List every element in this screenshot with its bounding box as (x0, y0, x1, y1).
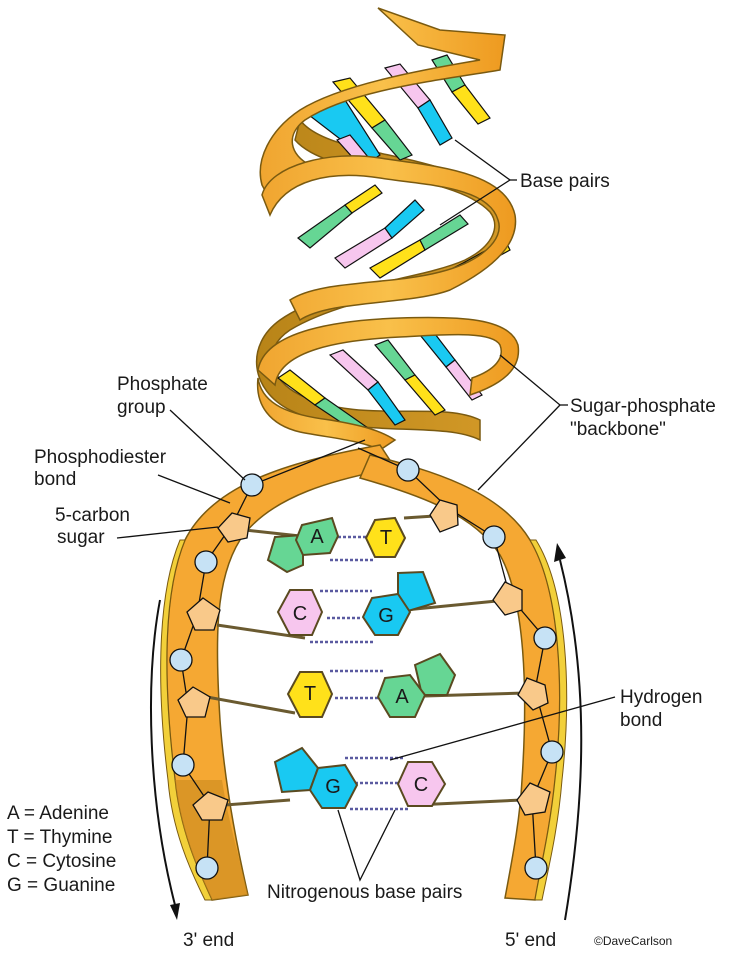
arrow-5-prime (559, 559, 583, 921)
arrow-up-icon (554, 543, 566, 562)
legend-item: T = Thymine (7, 827, 112, 848)
label-carbon-sugar-2: sugar (57, 527, 105, 548)
sugar-pentagon (186, 597, 221, 631)
sugar-pentagon (516, 782, 551, 816)
base-letter-right: T (380, 527, 392, 549)
cytosine-hexagon (276, 589, 324, 636)
labels: Base pairs Phosphate group Phosphodieste… (34, 171, 716, 951)
base-letter-right: G (378, 605, 394, 627)
base-letter-left: C (293, 603, 307, 625)
cytosine-hexagon (396, 761, 447, 807)
base-pair-3: T A (286, 652, 457, 718)
phosphate-circle (524, 856, 548, 880)
helix-rods-lower (276, 329, 483, 436)
label-backbone-1: Sugar-phosphate (570, 396, 716, 417)
label-phosphodiester-2: bond (34, 469, 76, 490)
phosphate-circle (396, 458, 420, 482)
label-phosphate-group-2: group (117, 397, 166, 418)
base-letter-left: A (310, 526, 324, 548)
helix-front-strand-middle (261, 155, 517, 322)
base-letter-left: G (325, 776, 341, 798)
label-phosphodiester-1: Phosphodiester (34, 447, 167, 468)
base-pair-1: A T (266, 516, 407, 574)
thymine-hexagon (286, 671, 334, 718)
label-base-pairs: Base pairs (520, 171, 610, 192)
sugar-pentagon (177, 686, 211, 718)
adenine-hexagon (376, 673, 427, 718)
base-letter-right: A (395, 686, 409, 708)
sugar-pentagon (517, 677, 549, 711)
glycosidic-bonds (206, 513, 526, 807)
label-carbon-sugar-1: 5-carbon (55, 505, 130, 526)
arrow-3-prime (150, 599, 176, 906)
right-backbone-strand (358, 454, 568, 901)
guanine-hexagon (308, 763, 359, 809)
direction-arrows (150, 543, 583, 921)
label-hydrogen-bond-2: bond (620, 710, 662, 731)
sugars (177, 499, 551, 821)
sugar-pentagon (492, 581, 523, 616)
left-backbone-strand (160, 444, 397, 901)
label-backbone-2: "backbone" (570, 419, 666, 440)
legend-item: A = Adenine (7, 803, 109, 824)
base-pair-4: G C (273, 746, 447, 809)
base-letter-right: C (414, 774, 428, 796)
phosphate-circle (194, 550, 218, 574)
double-helix (255, 7, 520, 451)
helix-front-strand-lower (257, 316, 520, 397)
label-nitrogenous-base-pairs: Nitrogenous base pairs (267, 882, 462, 903)
leader-lines (116, 139, 616, 882)
legend-item: C = Cytosine (7, 851, 116, 872)
phosphate-circle (169, 648, 193, 672)
phosphate-circle (171, 753, 195, 777)
adenine-hexagon (294, 516, 340, 557)
phosphates (169, 458, 564, 880)
legend: A = Adenine T = Thymine C = Cytosine G =… (7, 803, 116, 896)
phosphate-circle (482, 525, 506, 549)
label-phosphate-group-1: Phosphate (117, 374, 208, 395)
backbone-chains (180, 439, 553, 869)
label-5-prime-end: 5' end (505, 930, 556, 951)
copyright: ©DaveCarlson (594, 934, 672, 948)
nitrogenous-bases: A T C G T A G C (266, 516, 457, 809)
thymine-hexagon (364, 516, 407, 558)
legend-item: G = Guanine (7, 875, 115, 896)
sugar-pentagon (217, 512, 251, 543)
label-hydrogen-bond-1: Hydrogen (620, 687, 702, 708)
phosphate-circle (240, 473, 264, 497)
phosphate-circle (533, 626, 557, 650)
sugar-pentagon (429, 499, 459, 533)
arrow-down-icon (170, 903, 180, 920)
label-3-prime-end: 3' end (183, 930, 234, 951)
base-pair-2: C G (276, 570, 437, 636)
phosphate-circle (540, 740, 564, 764)
base-letter-left: T (304, 683, 316, 705)
phosphate-circle (195, 856, 219, 880)
sugar-pentagon (192, 791, 229, 821)
guanine-hexagon (361, 592, 412, 636)
